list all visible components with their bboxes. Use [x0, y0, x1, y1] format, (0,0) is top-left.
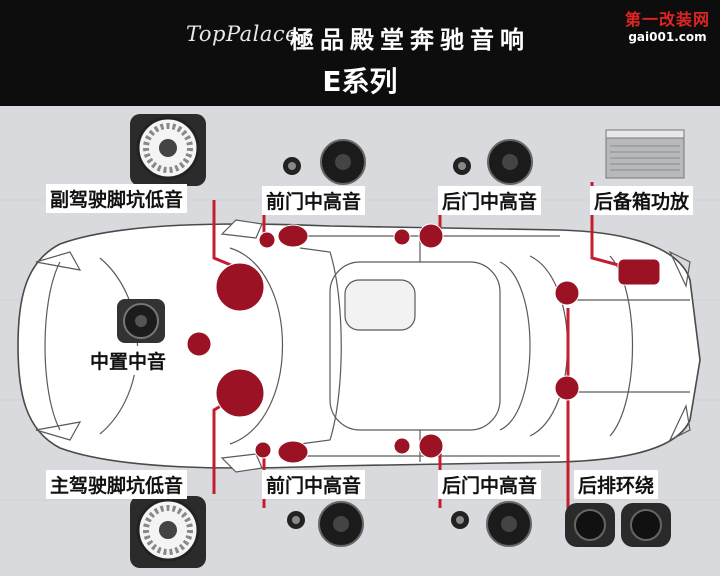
speaker-marker-front-mid-bottom	[277, 440, 309, 464]
speaker-marker-rear-mid-top	[418, 223, 444, 249]
speaker-marker-rear-tweeter-bottom	[393, 437, 411, 455]
speaker-marker-front-mid-top	[277, 224, 309, 248]
car-details	[35, 219, 691, 473]
watermark-name: 第一改装网	[624, 10, 710, 29]
label-rear-door-mid-high-top: 后门中高音	[438, 186, 542, 215]
speaker-marker-center	[186, 331, 212, 357]
woofer-icon	[130, 114, 206, 186]
speaker-marker-rear-mid-bottom	[418, 433, 444, 459]
watermark: 第一改装网 gai001.com	[625, 6, 710, 44]
label-rear-surround: 后排环绕	[574, 470, 659, 499]
label-front-door-mid-high-top: 前门中高音	[262, 186, 366, 215]
brand-title: 極品殿堂奔驰音响	[290, 25, 530, 54]
amplifier-icon	[605, 129, 685, 179]
speaker-markers	[186, 223, 661, 464]
front-door-speaker-icon-bottom	[287, 501, 364, 547]
speaker-marker-driver-woofer	[215, 368, 265, 418]
speaker-marker-front-tweeter-top	[258, 231, 276, 249]
car-speaker-diagram: 副驾驶脚坑低音 前门中高音 后门中高音 后备箱功放 中置中音 主驾驶脚坑低音 前…	[0, 106, 720, 576]
speaker-marker-front-tweeter-bottom	[254, 441, 272, 459]
label-rear-door-mid-high-bottom: 后门中高音	[438, 470, 542, 499]
label-trunk-amplifier: 后备箱功放	[590, 186, 694, 215]
speaker-marker-rear-surround-top	[554, 280, 580, 306]
brand-script-logo: TopPalace	[186, 22, 299, 46]
speaker-marker-rear-tweeter-top	[393, 228, 411, 246]
front-door-speaker-icon-top	[283, 139, 366, 185]
series-title: E系列	[322, 65, 398, 98]
rear-door-speaker-icon-bottom	[451, 501, 532, 547]
rear-door-speaker-icon-top	[453, 139, 533, 185]
rear-surround-speaker-icon	[565, 503, 671, 547]
center-speaker-icon	[117, 299, 165, 343]
label-center-midrange: 中置中音	[86, 346, 171, 375]
label-driver-footwell-woofer: 主驾驶脚坑低音	[46, 470, 188, 499]
speaker-marker-rear-surround-bottom	[554, 375, 580, 401]
speaker-marker-passenger-woofer	[215, 262, 265, 312]
label-passenger-footwell-woofer: 副驾驶脚坑低音	[46, 184, 188, 213]
speaker-marker-amplifier	[617, 258, 661, 286]
watermark-url: gai001.com	[628, 30, 707, 44]
header-banner: TopPalace 極品殿堂奔驰音响 E系列 第一改装网 gai001.com	[0, 0, 720, 106]
car-diagram-svg	[0, 114, 720, 568]
car-outline	[17, 223, 701, 469]
woofer-icon	[130, 496, 206, 568]
label-front-door-mid-high-bottom: 前门中高音	[262, 470, 366, 499]
